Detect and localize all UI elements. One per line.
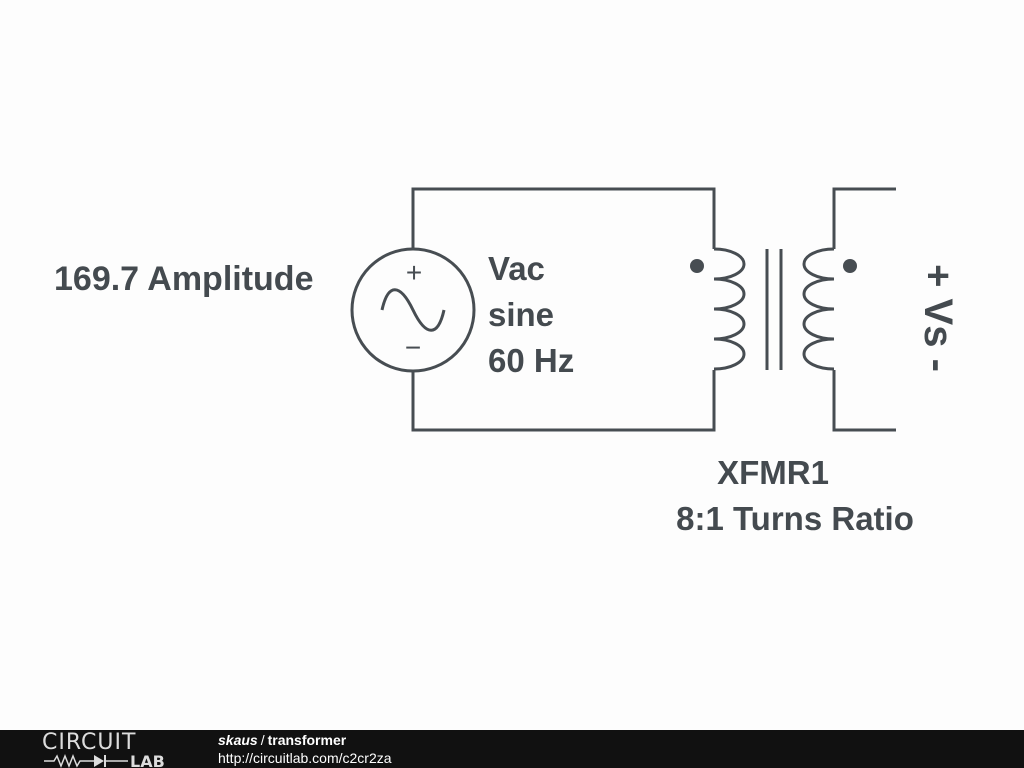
secondary-coil xyxy=(802,247,835,371)
primary-polarity-dot xyxy=(690,259,704,273)
primary-coil xyxy=(713,247,746,371)
source-type-line-3: 60 Hz xyxy=(488,342,574,379)
resistor-zigzag-icon xyxy=(44,753,94,768)
source-minus-sign: − xyxy=(405,332,421,363)
wires xyxy=(411,187,896,432)
sine-wave-icon xyxy=(380,288,446,332)
author-link[interactable]: skaus xyxy=(218,732,258,748)
project-link[interactable]: transformer xyxy=(267,732,347,748)
footer-title: skaus/transformer xyxy=(218,732,346,748)
schematic-canvas: + − 169.7 Amplitude Vac sine 60 Hz XFMR1… xyxy=(54,187,960,537)
secondary-bottom-wire xyxy=(832,370,896,432)
secondary-polarity-dot xyxy=(843,259,857,273)
circuitlab-logo-lab: LAB xyxy=(130,752,165,768)
footer-bar: CIRCUIT LAB skaus/transformer http://cir… xyxy=(0,730,1024,768)
source-type-line-2: sine xyxy=(488,296,554,333)
transformer-xfmr1[interactable] xyxy=(713,247,835,371)
source-type-line-1: Vac xyxy=(488,250,545,287)
transformer-ratio-label: 8:1 Turns Ratio xyxy=(676,500,914,537)
primary-top-wire xyxy=(411,187,716,249)
output-voltage-label: + Vs - xyxy=(916,264,960,372)
transformer-name-label: XFMR1 xyxy=(717,454,829,491)
source-amplitude-label: 169.7 Amplitude xyxy=(54,260,313,298)
ac-voltage-source[interactable]: + − xyxy=(350,247,476,373)
diode-icon xyxy=(94,755,104,767)
circuitlab-logo-text[interactable]: CIRCUIT xyxy=(42,730,137,755)
circuit-url-link[interactable]: http://circuitlab.com/c2cr2za xyxy=(218,750,392,766)
source-plus-sign: + xyxy=(406,257,422,288)
primary-bottom-wire xyxy=(411,370,716,432)
title-separator: / xyxy=(260,732,265,748)
circuitlab-logo-mark[interactable]: LAB xyxy=(42,752,182,768)
secondary-top-wire xyxy=(832,187,896,249)
